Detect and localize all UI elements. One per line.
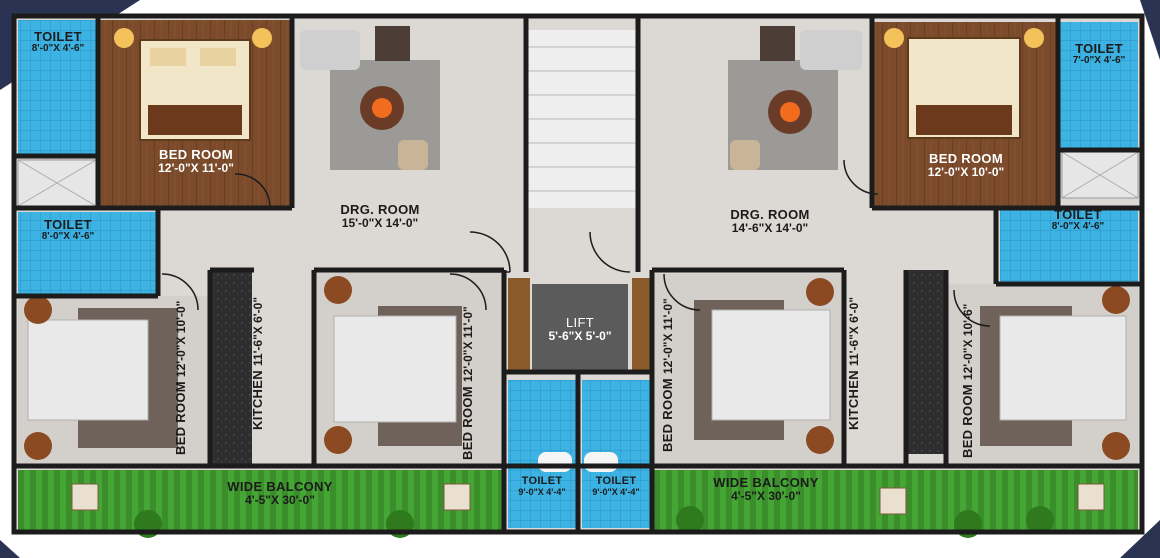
room-label: BED ROOM12'-0"X 11'-0" bbox=[460, 306, 475, 460]
lift bbox=[532, 284, 628, 370]
room-label: BED ROOM12'-0"X 10'-0" bbox=[173, 300, 188, 455]
toilet-mid-left bbox=[18, 212, 156, 294]
room-label: BED ROOM12'-0"X 10'-6" bbox=[960, 303, 975, 458]
kitchen-left bbox=[212, 270, 252, 464]
kitchen-right bbox=[908, 270, 944, 454]
balcony-left bbox=[18, 470, 502, 534]
room-label: BED ROOM12'-0"X 11'-0" bbox=[660, 298, 675, 452]
room-label: KITCHEN11'-6"X 6'-0" bbox=[846, 296, 861, 430]
toilet-top-left bbox=[18, 20, 98, 154]
room-label: KITCHEN11'-6"X 6'-0" bbox=[250, 296, 265, 430]
toilet-top-right bbox=[1060, 22, 1138, 148]
walls bbox=[11, 13, 1145, 535]
staircase bbox=[528, 30, 636, 208]
toilet-mid-right bbox=[1000, 206, 1138, 282]
